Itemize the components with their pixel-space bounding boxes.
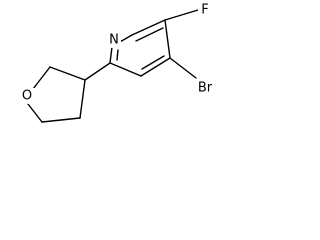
atom-f: F [198,2,212,18]
bond-c2-n1-inner [116,49,119,61]
pyridine-ring [109,19,171,77]
bond-c6-c5-inner [135,27,164,42]
bond-c4prime-c3prime [79,79,86,119]
oxolane-ring [27,66,86,123]
bond-c2prime-o [32,66,51,90]
bond-c4-c3-inner [141,55,165,70]
atom-n: N [107,32,121,48]
fluorine-label: F [201,3,208,18]
bond-o-c5prime [27,103,43,123]
bond-c5-c4 [164,19,171,59]
bond-c3-c2 [109,62,142,77]
atom-br: Br [193,80,217,96]
bond-c2-oxolane [84,62,111,81]
oxygen-label: O [22,89,32,104]
bond-c5-fluorine [164,9,199,21]
bromine-label: Br [198,81,213,96]
atom-o: O [19,88,35,104]
bond-c5prime-c4prime [41,117,81,123]
nitrogen-label: N [109,33,119,48]
bond-c3-c2prime [49,66,86,81]
bond-c4-bromine [169,57,197,79]
bond-c2-n1 [109,46,113,64]
chemical-structure-diagram: N F Br O [19,2,217,123]
bond-c4-c3 [140,57,171,77]
bond-c6-c5 [131,19,166,36]
